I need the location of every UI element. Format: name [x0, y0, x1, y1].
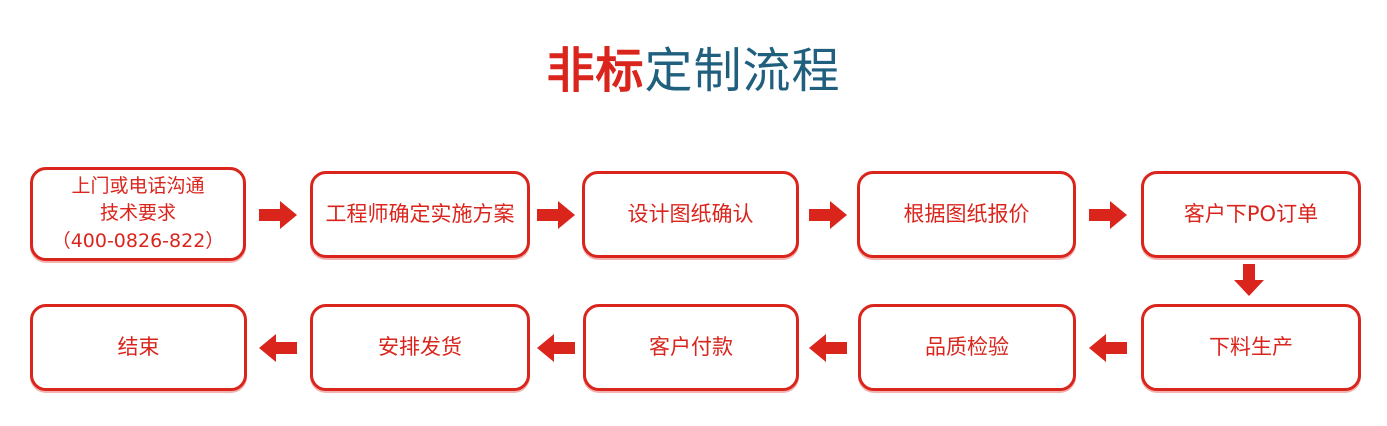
arrow-left-icon: [259, 333, 297, 363]
page-title-highlight: 非标: [546, 43, 645, 99]
arrow-right-icon: [1089, 200, 1127, 230]
page-title: 非标定制流程: [0, 43, 1387, 99]
arrow-left-icon: [537, 333, 575, 363]
arrow-right-icon: [537, 200, 575, 230]
arrow-left-icon: [1089, 333, 1127, 363]
flow-step-drawing-confirm: 设计图纸确认: [582, 171, 799, 258]
flow-step-contact: 上门或电话沟通 技术要求 （400-0826-822）: [30, 167, 246, 261]
flow-step-quote: 根据图纸报价: [857, 171, 1076, 258]
flow-step-end: 结束: [30, 304, 247, 391]
flow-step-po-order: 客户下PO订单: [1141, 171, 1361, 258]
flow-step-arrange-shipping: 安排发货: [310, 304, 530, 391]
arrow-right-icon: [809, 200, 847, 230]
arrow-right-icon: [259, 200, 297, 230]
flow-step-quality-inspection: 品质检验: [858, 304, 1076, 391]
arrow-left-icon: [809, 333, 847, 363]
flow-step-production: 下料生产: [1141, 304, 1361, 391]
flow-step-engineer-plan: 工程师确定实施方案: [310, 171, 530, 258]
page-title-rest: 定制流程: [644, 43, 841, 99]
flow-step-customer-payment: 客户付款: [583, 304, 799, 391]
arrow-down-icon: [1233, 264, 1265, 296]
